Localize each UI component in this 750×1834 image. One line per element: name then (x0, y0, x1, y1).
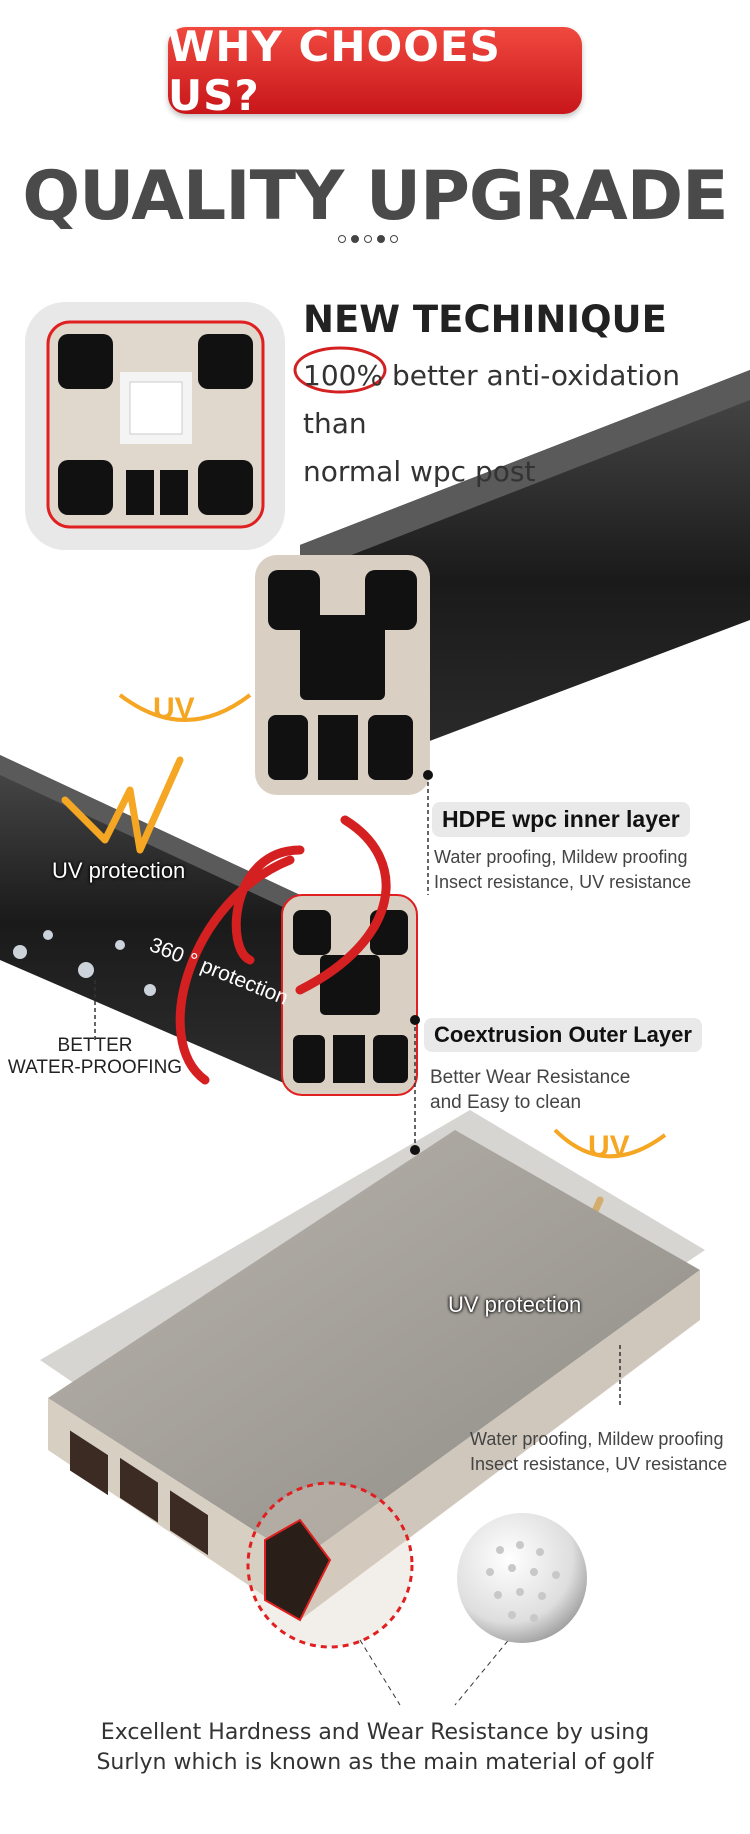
banner-text: WHY CHOOES US? (168, 21, 501, 120)
technique-line-1: 100% better anti-oxidation than (303, 359, 681, 440)
zoom-circle (246, 1481, 526, 1706)
outer-layer-description: Better Wear Resistance and Easy to clean (430, 1065, 630, 1115)
why-choose-us-banner: WHY CHOOES US? (168, 22, 582, 120)
uv-protection-label-board: UV protection (448, 1292, 582, 1317)
carousel-dot[interactable] (390, 235, 398, 243)
rotation-arrows-icon (175, 815, 391, 1085)
golf-ball-icon (457, 1513, 587, 1643)
footer-line-2: Surlyn which is known as the main materi… (96, 1750, 654, 1775)
inner-layer-line-2: Insect resistance, UV resistance (434, 872, 692, 892)
uv-badge-top: UV (153, 692, 195, 725)
board-line-2: Insect resistance, UV resistance (470, 1454, 728, 1474)
page-title: QUALITY UPGRADE (22, 157, 728, 236)
highlight-circle (293, 346, 387, 394)
footer-line-1: Excellent Hardness and Wear Resistance b… (100, 1720, 650, 1745)
carousel-dot[interactable] (364, 235, 372, 243)
technique-heading: NEW TECHINIQUE (303, 298, 667, 341)
carousel-dots (338, 235, 398, 243)
cross-section-inset (25, 302, 285, 550)
uv-sun-icon-top (61, 693, 252, 854)
board-description: Water proofing, Mildew proofing Insect r… (470, 1427, 727, 1477)
callout-dot (423, 770, 433, 780)
water-proofing-line-2: WATER-PROOFING (7, 1057, 183, 1078)
carousel-dot-active[interactable] (351, 235, 359, 243)
callout-dot (410, 1145, 420, 1155)
carousel-dot[interactable] (377, 235, 385, 243)
board-line-1: Water proofing, Mildew proofing (470, 1429, 724, 1449)
water-proofing-label: BETTER WATER-PROOFING (0, 1035, 190, 1079)
technique-description: 100% better anti-oxidation than normal w… (303, 352, 723, 496)
outer-layer-line-1: Better Wear Resistance (430, 1067, 631, 1088)
water-proofing-line-1: BETTER (57, 1035, 133, 1056)
technique-line-2: normal wpc post (303, 455, 536, 488)
inner-layer-description: Water proofing, Mildew proofing Insect r… (434, 845, 691, 895)
wpc-post-top (255, 370, 750, 795)
carousel-dot[interactable] (338, 235, 346, 243)
footer-text: Excellent Hardness and Wear Resistance b… (0, 1718, 750, 1778)
uv-badge-board: UV (588, 1130, 630, 1163)
uv-protection-label-top: UV protection (52, 858, 186, 883)
callout-dot (410, 1015, 420, 1025)
callout-lines (94, 775, 621, 1405)
outer-layer-line-2: and Easy to clean (430, 1092, 582, 1113)
outer-layer-title: Coextrusion Outer Layer (424, 1018, 702, 1052)
wpc-board (40, 1110, 705, 1620)
inner-layer-line-1: Water proofing, Mildew proofing (434, 847, 688, 867)
inner-layer-title: HDPE wpc inner layer (432, 802, 690, 837)
